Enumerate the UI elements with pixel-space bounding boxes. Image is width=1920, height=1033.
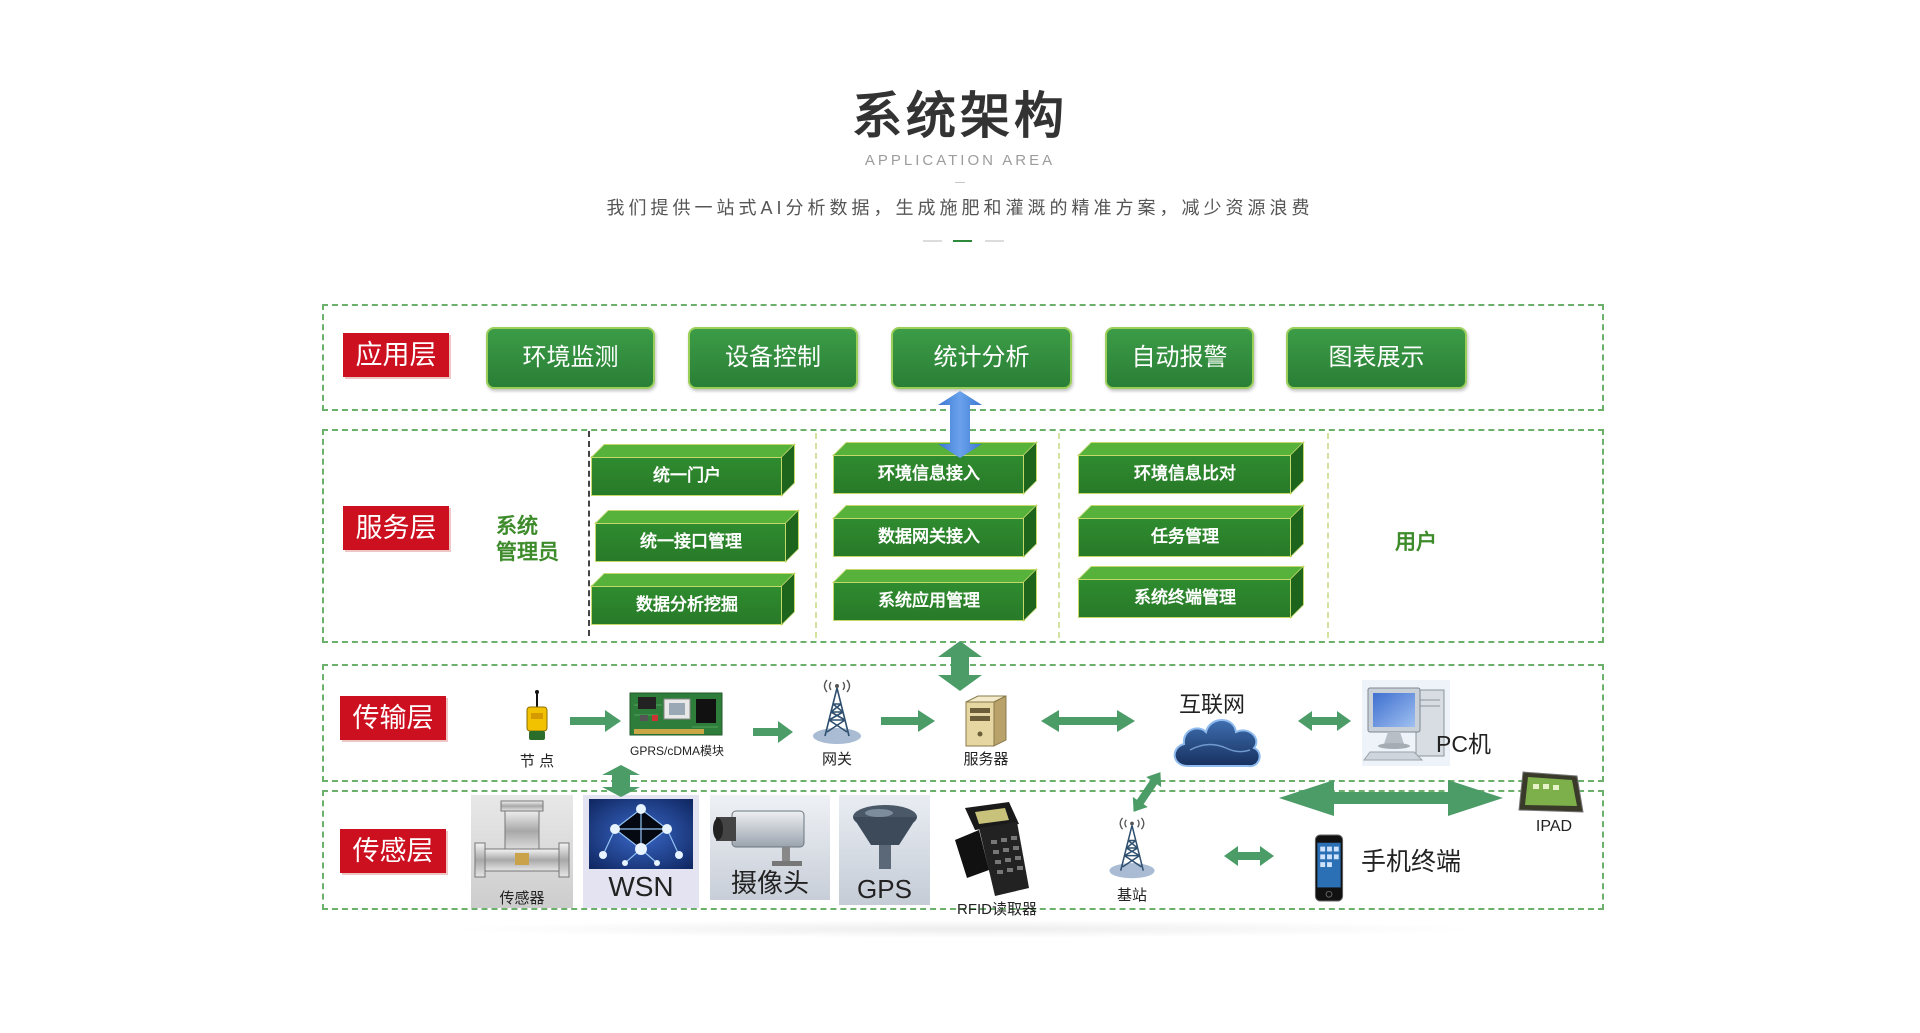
gprs-module-icon — [628, 685, 724, 741]
service-block-unified-portal: 统一门户 — [591, 456, 783, 496]
service-block-gateway-access: 数据网关接入 — [833, 517, 1025, 557]
gps-device-icon — [839, 799, 930, 871]
gps-tile: GPS — [839, 795, 930, 905]
server-label: 服务器 — [963, 751, 1009, 768]
node-label: 节 点 — [519, 753, 555, 770]
decor-dash-center — [953, 240, 972, 242]
service-block-task-management: 任务管理 — [1078, 517, 1292, 557]
sensor-valve-icon: 传感器 — [471, 795, 573, 908]
service-block-data-mining: 数据分析挖掘 — [591, 585, 783, 625]
camera-tile: 摄像头 — [710, 795, 830, 900]
layer-label-application: 应用层 — [343, 333, 449, 377]
page-subtitle-en: APPLICATION AREA — [864, 152, 1056, 169]
mobile-terminal-label: 手机终端 — [1361, 848, 1462, 876]
gprs-module-label: GPRS/cDMA模块 — [629, 744, 724, 758]
sensor-label: 传感器 — [499, 890, 545, 907]
layer-label-sensor: 传感层 — [340, 829, 446, 873]
internet-label: 互联网 — [1178, 692, 1245, 717]
user-label: 用户 — [1395, 531, 1437, 554]
wsn-tile: WSN — [583, 795, 699, 908]
gps-label: GPS — [857, 874, 912, 904]
sensor-layer-box — [322, 790, 1604, 910]
camera-icon — [710, 797, 830, 871]
admin-label-line-2: 管理员 — [496, 541, 559, 564]
page-title: 系统架构 — [852, 88, 1068, 144]
service-block-env-info-compare: 环境信息比对 — [1078, 454, 1292, 494]
rfid-label: RFID读取器 — [957, 901, 1037, 918]
admin-label: 系统 管理员 — [496, 514, 559, 566]
base-station-icon — [1102, 816, 1162, 882]
service-block-env-info-access: 环境信息接入 — [833, 454, 1025, 494]
service-divider-2 — [1058, 433, 1060, 638]
layer-label-transport: 传输层 — [340, 696, 446, 740]
service-divider-admin — [588, 431, 590, 636]
gateway-tower-icon — [807, 678, 867, 748]
service-block-interface-management: 统一接口管理 — [595, 522, 787, 562]
module-environment-monitoring: 环境监测 — [486, 327, 655, 389]
rfid-reader-icon — [945, 800, 1045, 898]
admin-label-line-1: 系统 — [496, 515, 538, 538]
pc-label: PC机 — [1436, 731, 1491, 757]
ipad-label: IPAD — [1535, 818, 1573, 835]
mobile-phone-icon — [1314, 834, 1344, 902]
server-icon — [960, 692, 1012, 748]
pc-icon — [1362, 680, 1450, 766]
decor-dash-left — [923, 240, 942, 242]
decor-dash-right — [985, 240, 1004, 242]
module-auto-alarm: 自动报警 — [1105, 327, 1254, 389]
base-station-label: 基站 — [1116, 887, 1147, 904]
gateway-label: 网关 — [821, 751, 852, 768]
service-divider-1 — [815, 433, 817, 638]
diagram-shadow — [440, 920, 1490, 938]
module-device-control: 设备控制 — [688, 327, 858, 389]
wsn-network-icon — [589, 799, 693, 869]
node-device-icon — [519, 689, 555, 745]
internet-cloud-icon — [1168, 710, 1264, 774]
ipad-icon — [1515, 768, 1587, 818]
module-statistics-analysis: 统计分析 — [891, 327, 1072, 389]
service-block-app-management: 系统应用管理 — [833, 581, 1025, 621]
layer-label-service: 服务层 — [343, 506, 449, 550]
title-divider — [955, 182, 965, 183]
service-divider-3 — [1327, 433, 1329, 638]
service-block-terminal-management: 系统终端管理 — [1078, 578, 1292, 618]
camera-label: 摄像头 — [730, 868, 809, 898]
wsn-label: WSN — [608, 871, 674, 902]
page-description: 我们提供一站式AI分析数据，生成施肥和灌溉的精准方案，减少资源浪费 — [606, 198, 1314, 218]
module-chart-display: 图表展示 — [1286, 327, 1467, 389]
